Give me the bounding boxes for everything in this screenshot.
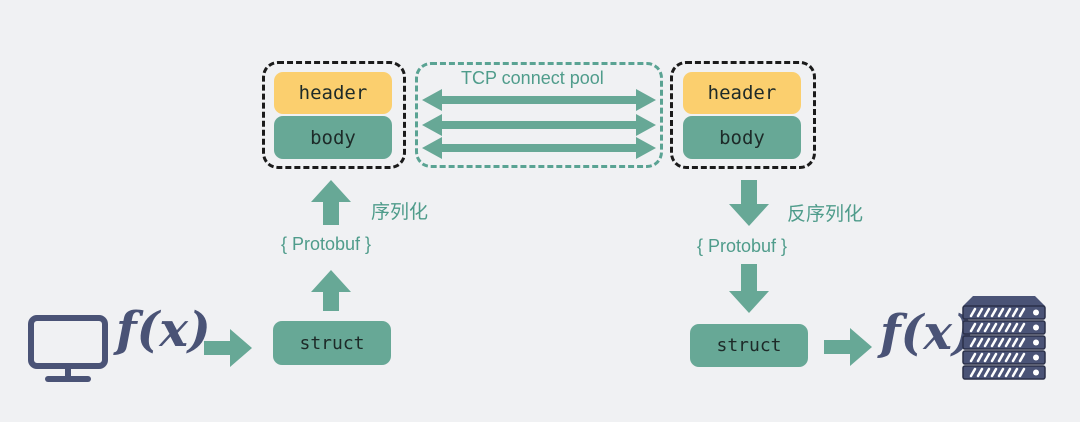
serialize-label: 序列化 [371,201,429,223]
serialize-up-arrow [311,180,351,225]
pool-arrow-1 [422,89,656,111]
function-right-text: f(x) [880,305,975,361]
flow-arrows [204,180,872,367]
pool-arrow-2 [422,114,656,136]
left-message-group [262,61,406,169]
tcp-connect-pool [415,62,663,168]
right-struct-block: struct [690,324,808,367]
protobuf-left-label: { Protobuf } [281,234,372,254]
struct-down-arrow [729,264,769,313]
right-message-group [670,61,816,169]
left-struct-block: struct [273,321,391,365]
server-rack-icon [962,296,1046,380]
function-left-label: f(x) [116,306,211,354]
function-left-text: f(x) [116,302,211,358]
right-body-block: body [683,116,801,159]
deserialize-label: 反序列化 [787,203,864,225]
left-header-block: header [274,72,392,114]
client-right-arrow [204,329,252,367]
pool-arrows [422,89,656,159]
left-body-block: body [274,116,392,159]
pool-label: TCP connect pool [461,68,604,88]
protobuf-right-label: { Protobuf } [697,236,788,256]
server-right-arrow [824,328,872,366]
right-header-block: header [683,72,801,114]
pool-arrow-3 [422,137,656,159]
deserialize-down-arrow [729,180,769,226]
struct-up-arrow [311,270,351,311]
monitor-icon [28,315,108,382]
function-right-label: f(x) [880,309,975,357]
